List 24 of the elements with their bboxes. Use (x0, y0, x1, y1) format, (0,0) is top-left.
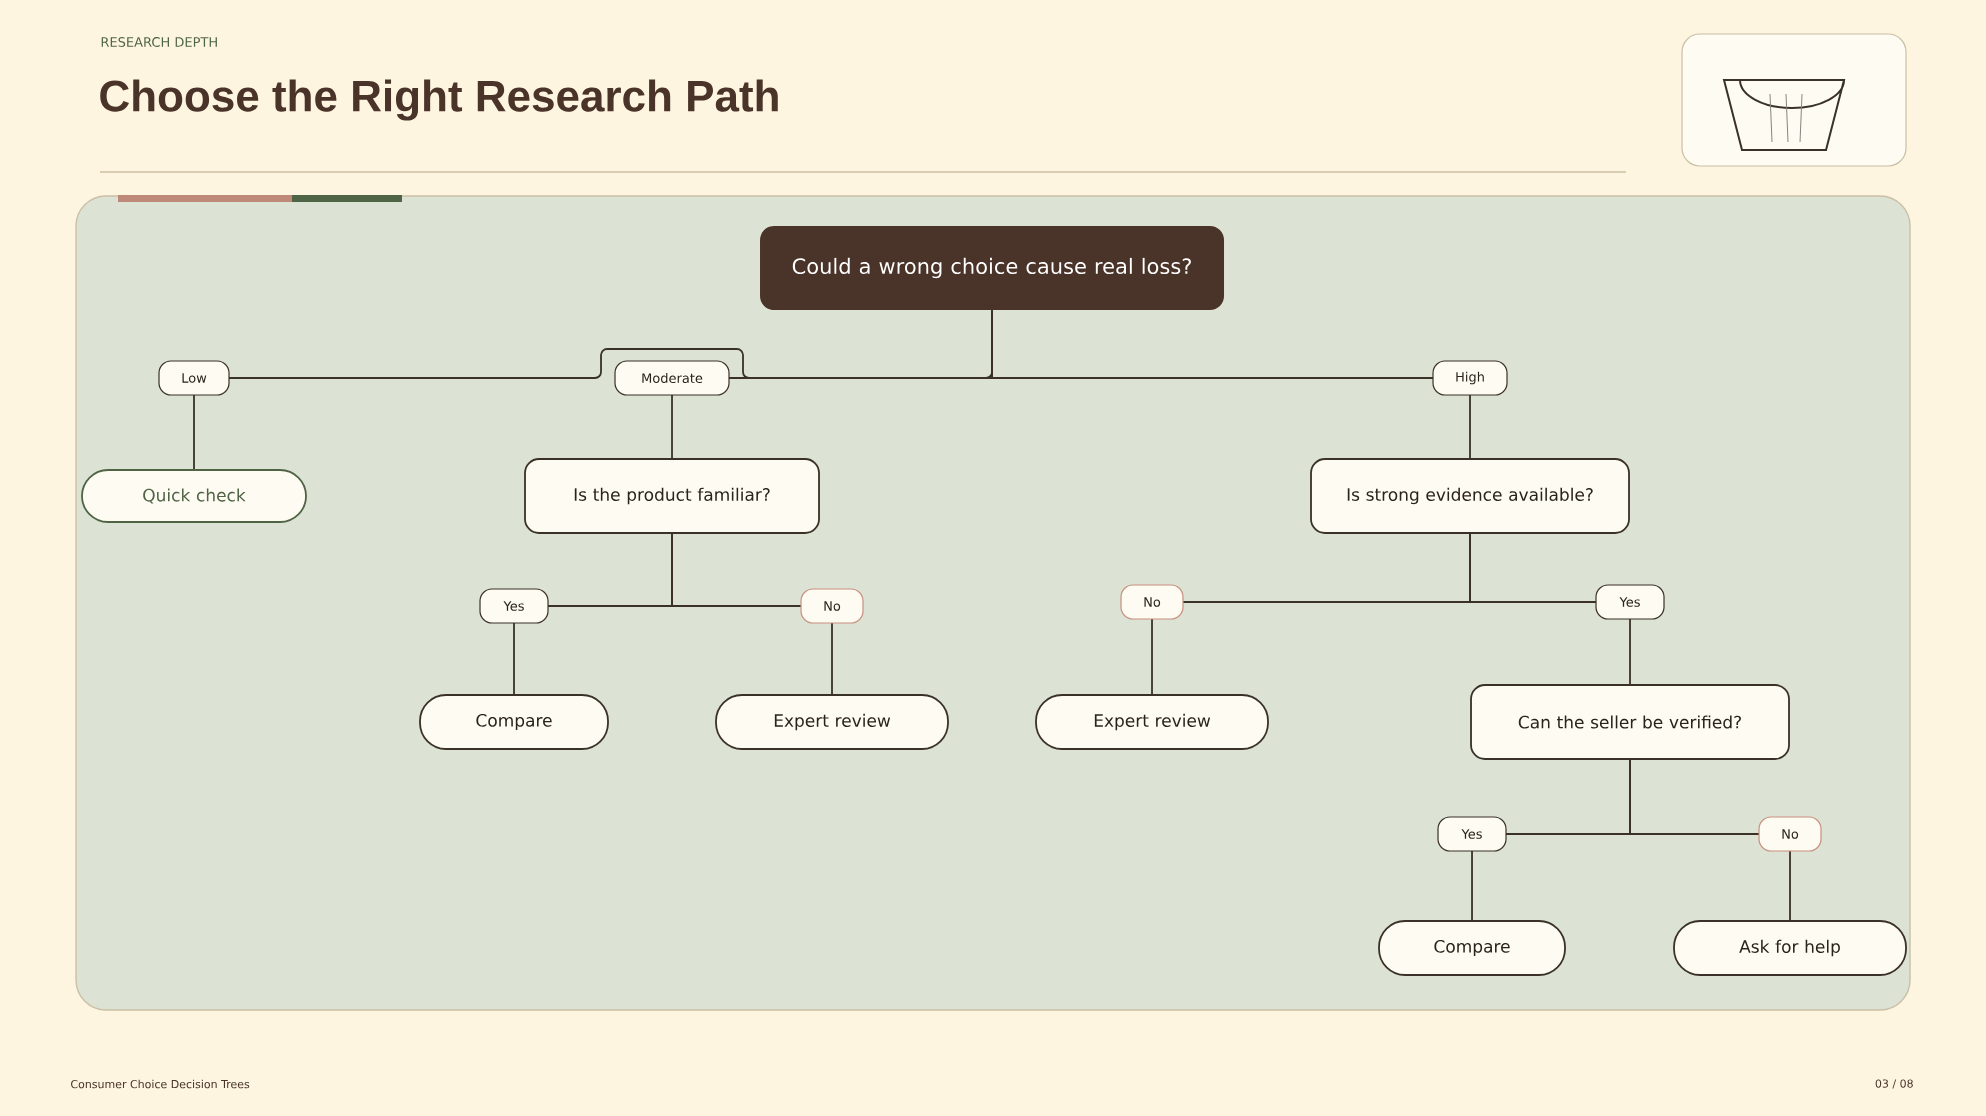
question-box: Is strong evidence available? (1310, 458, 1630, 534)
connector (831, 622, 833, 696)
question-box: Could a wrong choice cause real loss? (760, 226, 1224, 310)
outcome-box: Expert review (1035, 694, 1269, 750)
title: Choose the Right Research Path (100, 79, 778, 121)
outcome-box: Compare (419, 694, 609, 750)
connector (1151, 618, 1153, 696)
connector (671, 532, 802, 607)
connector (671, 394, 673, 460)
outcome-box: Quick check (81, 469, 307, 523)
connector (991, 309, 1434, 379)
connector (1629, 758, 1760, 835)
outcome-box: Expert review (715, 694, 949, 750)
question-box: Is the product familiar? (524, 458, 820, 534)
outcome-box: Ask for help (1673, 920, 1907, 976)
connector (1469, 532, 1597, 603)
connector (513, 622, 515, 696)
question-box: Can the seller be verified? (1470, 684, 1790, 760)
connector (1469, 394, 1471, 460)
connector (1789, 850, 1791, 922)
outcome-box: Compare (1378, 920, 1566, 976)
connector (193, 394, 195, 471)
connector (1629, 618, 1631, 686)
connector (1471, 850, 1473, 922)
